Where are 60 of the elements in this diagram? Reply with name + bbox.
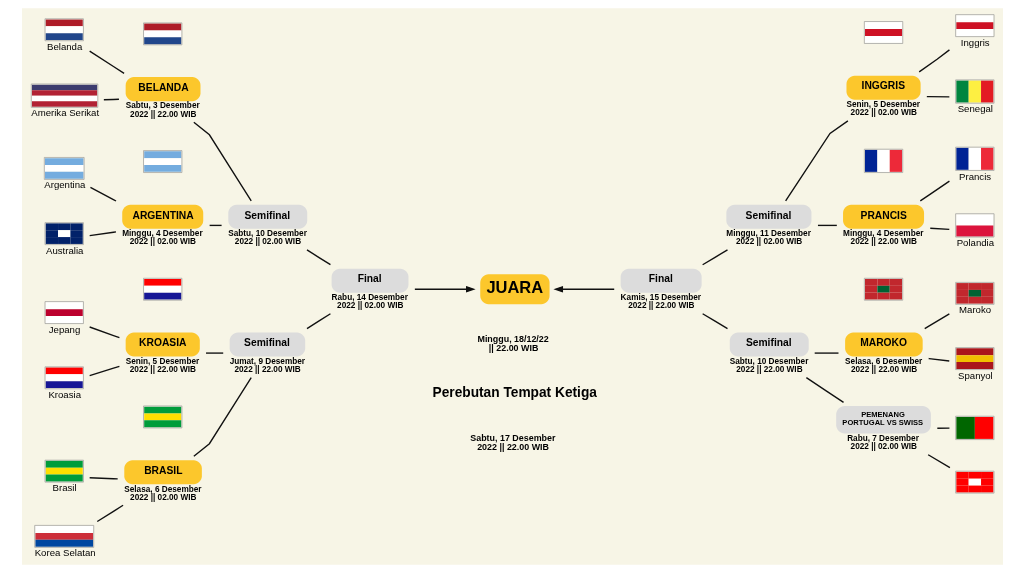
connector (96, 504, 124, 523)
connector (88, 231, 117, 237)
node-box: KROASIA (125, 332, 200, 357)
arrow (413, 285, 476, 293)
label: Minggu, 18/12/22 || 22.00 WIB (476, 334, 549, 354)
node-label: Prancis (958, 170, 991, 182)
node-label: Korea Selatan (34, 547, 96, 559)
connector (926, 454, 951, 469)
connector (929, 227, 950, 231)
connector (89, 186, 117, 202)
connector (816, 224, 837, 227)
node-box: PEMENANG PORTUGAL VS SWISS (835, 405, 931, 434)
connector (192, 376, 252, 457)
node-box: BELANDA (125, 77, 200, 102)
connector (192, 121, 252, 202)
connector (927, 357, 950, 362)
connector (88, 326, 120, 339)
node-label: Amerika Serikat (30, 107, 99, 119)
connector (919, 180, 950, 202)
connector (805, 376, 844, 404)
connector (305, 249, 331, 266)
connector (918, 49, 950, 73)
node-label: Senegal (957, 103, 993, 115)
node-label: Spanyol (957, 369, 993, 381)
connector (701, 249, 728, 266)
connector (813, 352, 839, 354)
node-label: Inggris (960, 36, 990, 48)
node-label: Australia (45, 244, 83, 256)
connector (88, 365, 120, 377)
node-box: BRASIL (123, 460, 202, 485)
connector (88, 477, 118, 480)
node-box: PRANCIS (842, 204, 924, 229)
connector (701, 313, 728, 330)
node-box: MAROKO (844, 332, 923, 357)
node-box: INGGRIS (846, 75, 921, 100)
arrow (552, 285, 615, 293)
node-label: Maroko (958, 304, 991, 316)
node-box: JUARA (479, 274, 550, 305)
connector (925, 95, 950, 98)
connector (305, 313, 331, 330)
node-box: Semifinal (229, 332, 305, 357)
node-label: Polandia (956, 237, 994, 249)
node-label: Argentina (43, 179, 85, 191)
connector (923, 313, 950, 330)
node-box: Final (620, 268, 702, 293)
node-box: Semifinal (227, 204, 307, 229)
node-box: Semifinal (729, 332, 809, 357)
connector (204, 352, 224, 354)
label: Sabtu, 17 Desember 2022 || 22.00 WIB (469, 433, 555, 453)
connector (936, 427, 950, 429)
node-label: Kroasia (47, 388, 81, 400)
node-label: Brasil (52, 482, 77, 494)
node-label: Belanda (46, 40, 82, 52)
node-box: Semifinal (725, 204, 811, 229)
connector (88, 50, 125, 74)
node-box: Final (331, 268, 408, 293)
label: Perebutan Tempat Ketiga (432, 385, 597, 401)
node-box: ARGENTINA (121, 204, 203, 229)
node-label: Jepang (48, 323, 80, 335)
connector (784, 120, 849, 202)
